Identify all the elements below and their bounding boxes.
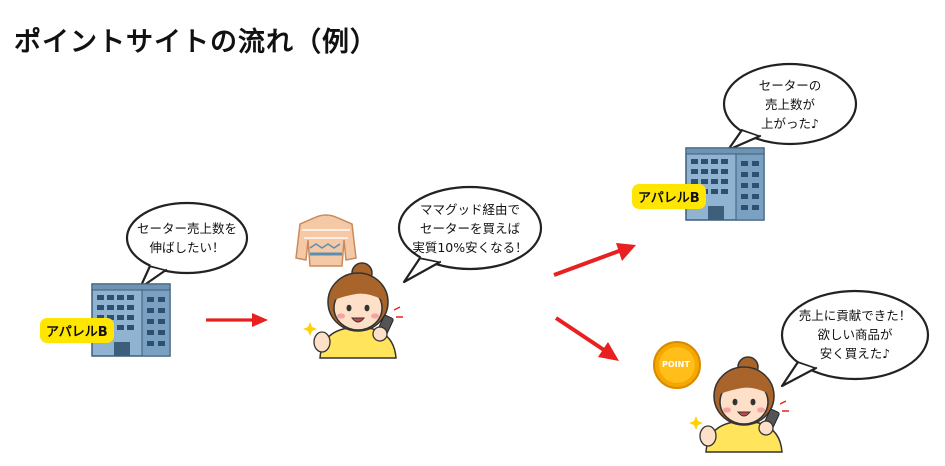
sweater-icon (295, 214, 357, 267)
woman-with-phone-icon (688, 356, 790, 453)
speech-bubble-apparel-left (125, 201, 249, 290)
speech-bubble-apparel-right (722, 62, 858, 152)
bubble-text-person-right: 売上に貢献できた！ 欲しい商品が 安く買えた♪ (798, 308, 912, 361)
arrow-icon (554, 316, 619, 361)
bubble-text-person-center: ママグッド経由で セーターを買えば 実質10%安くなる！ (412, 202, 528, 255)
coin-label: POINT (662, 360, 690, 369)
company-label-badge: アパレルB (632, 184, 706, 209)
page-title: ポイントサイトの流れ（例） (14, 27, 378, 58)
speech-bubble-person-center (397, 185, 543, 284)
bubble-text-apparel-left: セーター売上数を 伸ばしたい！ (137, 221, 238, 255)
arrow-icon (206, 313, 268, 327)
point-coin-icon (653, 341, 701, 389)
company-label-badge: アパレルB (40, 318, 114, 343)
bubble-text-apparel-right: セーターの 売上数が 上がった♪ (758, 78, 822, 131)
arrow-icon (553, 243, 636, 277)
speech-bubble-person-right (780, 289, 930, 388)
woman-with-phone-icon (302, 262, 404, 359)
